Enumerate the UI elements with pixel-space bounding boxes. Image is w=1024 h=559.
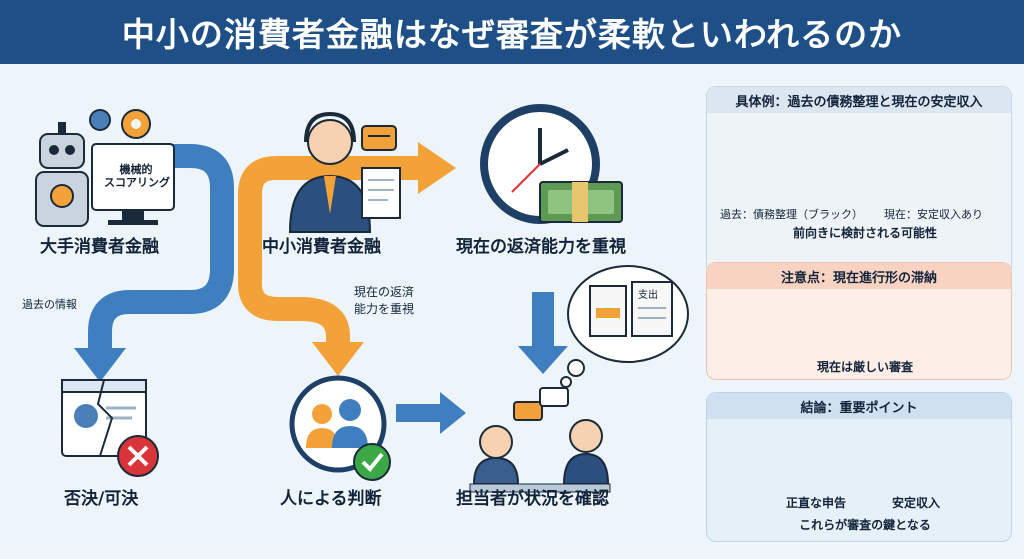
caution-panel: 注意点：現在進行形の滞納 (706, 262, 1012, 380)
human-judgment-label: 人による判断 (280, 489, 382, 509)
thought-bubble-icon (560, 265, 689, 388)
current-ability-note: 現在の返済 能力を重視 (354, 284, 414, 318)
caution-caption: 現在は厳しい審査 (816, 360, 913, 374)
blue-flow-arrowhead (74, 348, 126, 382)
conclusion-item-honest: 正直な申告 (786, 496, 847, 510)
conclusion-panel-title: 結論：重要ポイント (707, 393, 1011, 419)
blue-arrow-right-head (440, 392, 466, 434)
blue-arrow-down-shaft (532, 292, 554, 348)
past-info-label: 過去の情報 (22, 298, 77, 311)
example-past-label: 過去：債務整理（ブラック） (720, 208, 863, 221)
blue-flow-arrow (88, 144, 234, 354)
caution-panel-title: 注意点：現在進行形の滞納 (707, 263, 1011, 289)
scoring-screen-line1: 機械的 (119, 163, 153, 176)
broken-screen-icon (61, 379, 147, 457)
conclusion-caption: これらが審査の鍵となる (799, 518, 931, 532)
major-lender-label: 大手消費者金融 (40, 237, 159, 257)
document-tag: 支出 (638, 290, 658, 301)
scoring-monitor-icon (91, 143, 175, 225)
orange-flow-arrowhead-down (312, 342, 364, 376)
chat-bubble-icon (361, 125, 397, 151)
orange-flow-arrowhead-right (418, 142, 456, 194)
cash-stack-icon (539, 181, 623, 223)
conclusion-panel: 結論：重要ポイント (706, 392, 1012, 542)
blue-arrow-right-shaft (396, 404, 442, 422)
page-title: 中小の消費者金融はなぜ審査が柔軟といわれるのか (121, 15, 903, 54)
document-icon (361, 167, 401, 219)
small-lender-label: 中小消費者金融 (262, 237, 381, 257)
example-panel-title: 具体例：過去の債務整理と現在の安定収入 (707, 87, 1011, 113)
robot-icon (35, 122, 89, 227)
gear-icon (89, 109, 151, 139)
approve-check-icon (353, 443, 391, 481)
current-ability-note-line1: 現在の返済 (354, 285, 415, 299)
blue-arrow-down-head (518, 346, 568, 374)
scoring-screen-label: 機械的 スコアリング (104, 163, 170, 189)
conclusion-item-income: 安定収入 (892, 496, 941, 510)
staff-meeting-icon (469, 387, 611, 493)
example-panel: 具体例：過去の債務整理と現在の安定収入 (706, 86, 1012, 276)
result-label: 否決/可決 (64, 489, 139, 509)
scoring-screen-line2: スコアリング (104, 176, 170, 189)
staff-check-label: 担当者が状況を確認 (456, 489, 609, 509)
infographic-canvas: 機械的 スコアリング 大手消費者金融 過去の情報 否決/可決 中小消費者金融 現… (0, 64, 1024, 559)
current-ability-note-line2: 能力を重視 (354, 302, 415, 316)
example-caption: 前向きに検討される可能性 (792, 226, 937, 240)
operator-headset-icon (288, 111, 372, 233)
header-banner: 中小の消費者金融はなぜ審査が柔軟といわれるのか (0, 0, 1024, 64)
reject-x-icon (117, 435, 159, 477)
current-ability-label: 現在の返済能力を重視 (456, 237, 626, 257)
orange-flow-arrow-right (238, 156, 420, 274)
example-present-label: 現在：安定収入あり (884, 208, 983, 221)
orange-flow-arrow-down (238, 269, 350, 348)
